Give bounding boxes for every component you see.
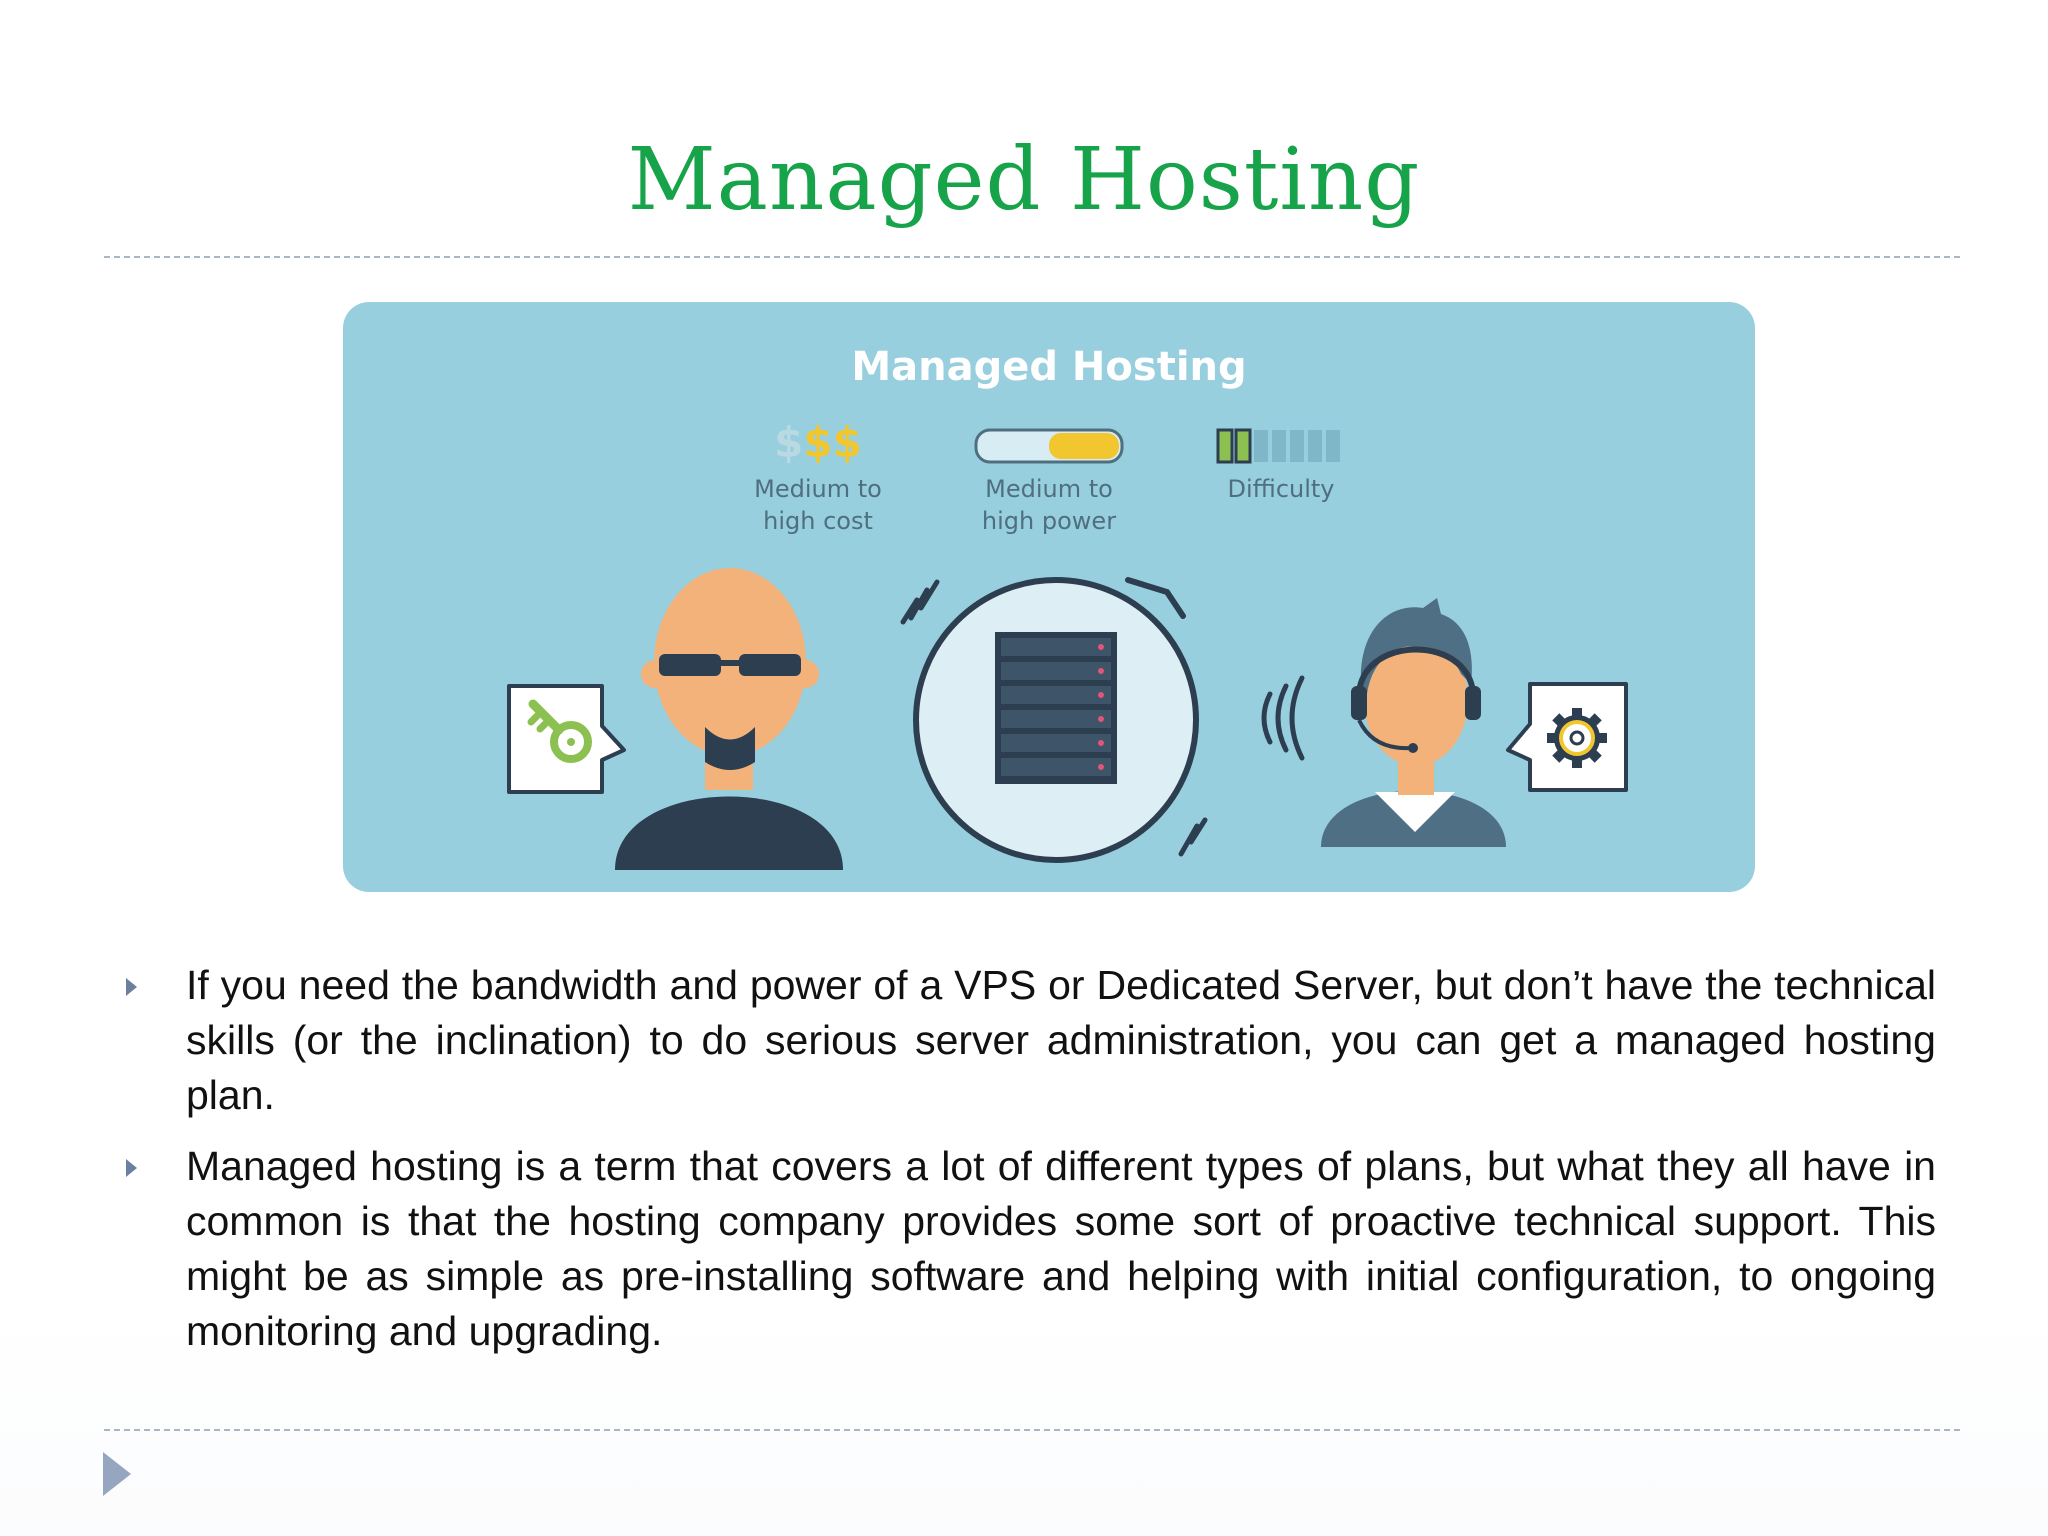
bottom-divider	[104, 1429, 1960, 1431]
server-unit	[1001, 734, 1111, 752]
difficulty-block-empty	[1272, 430, 1286, 462]
difficulty-block-filled	[1216, 428, 1234, 464]
illustration-title: Managed Hosting	[851, 344, 1246, 390]
bullet-arrow-icon	[126, 978, 137, 996]
server-unit	[1001, 662, 1111, 680]
server-led	[1098, 716, 1104, 722]
slide-title: Managed Hosting	[627, 130, 1421, 230]
server-led	[1098, 692, 1104, 698]
top-divider	[104, 256, 1960, 258]
power-label-line1: Medium to	[985, 475, 1113, 503]
server-led	[1098, 740, 1104, 746]
difficulty-block-empty	[1290, 430, 1304, 462]
bullet-arrow-icon	[126, 1159, 137, 1177]
gear-tooth	[1547, 733, 1557, 743]
managed-hosting-illustration: Managed Hosting $$$ Medium to high cost …	[343, 302, 1755, 892]
difficulty-block-filled	[1234, 428, 1252, 464]
gear-tooth	[1597, 733, 1607, 743]
gear-bubble	[1506, 682, 1628, 792]
difficulty-block-empty	[1254, 430, 1268, 462]
server-unit	[1001, 638, 1111, 656]
bullet-item: Managed hosting is a term that covers a …	[118, 1139, 1936, 1359]
power-bar-fill	[1049, 433, 1119, 459]
server-circle	[900, 577, 1208, 863]
key-icon	[527, 699, 592, 763]
gear-icon	[1547, 708, 1607, 768]
user-avatar	[615, 568, 843, 870]
bullet-item: If you need the bandwidth and power of a…	[118, 958, 1936, 1123]
difficulty-block-empty	[1326, 430, 1340, 462]
bullet-list: If you need the bandwidth and power of a…	[118, 958, 1936, 1375]
bullet-text: Managed hosting is a term that covers a …	[186, 1143, 1936, 1354]
power-indicator: Medium to high power	[974, 428, 1124, 535]
cost-indicator: $$$ Medium to high cost	[754, 418, 882, 535]
next-slide-arrow-icon[interactable]	[103, 1452, 131, 1496]
server-led	[1098, 668, 1104, 674]
difficulty-label: Difficulty	[1227, 475, 1334, 503]
support-agent-avatar	[1261, 598, 1506, 847]
power-label-line2: high power	[982, 507, 1116, 535]
cost-label-line1: Medium to	[754, 475, 882, 503]
cost-label-line2: high cost	[763, 507, 873, 535]
difficulty-indicator: Difficulty	[1216, 428, 1340, 503]
headset-icon	[1351, 646, 1481, 753]
difficulty-block-empty	[1308, 430, 1322, 462]
server-unit	[1001, 710, 1111, 728]
server-led	[1098, 644, 1104, 650]
server-icon	[995, 632, 1117, 784]
dollar-icon: $$$	[774, 418, 862, 467]
bullet-text: If you need the bandwidth and power of a…	[186, 962, 1936, 1118]
server-unit	[1001, 758, 1111, 776]
sunglasses-icon	[659, 654, 721, 676]
key-bubble	[507, 684, 626, 794]
server-led	[1098, 764, 1104, 770]
server-unit	[1001, 686, 1111, 704]
